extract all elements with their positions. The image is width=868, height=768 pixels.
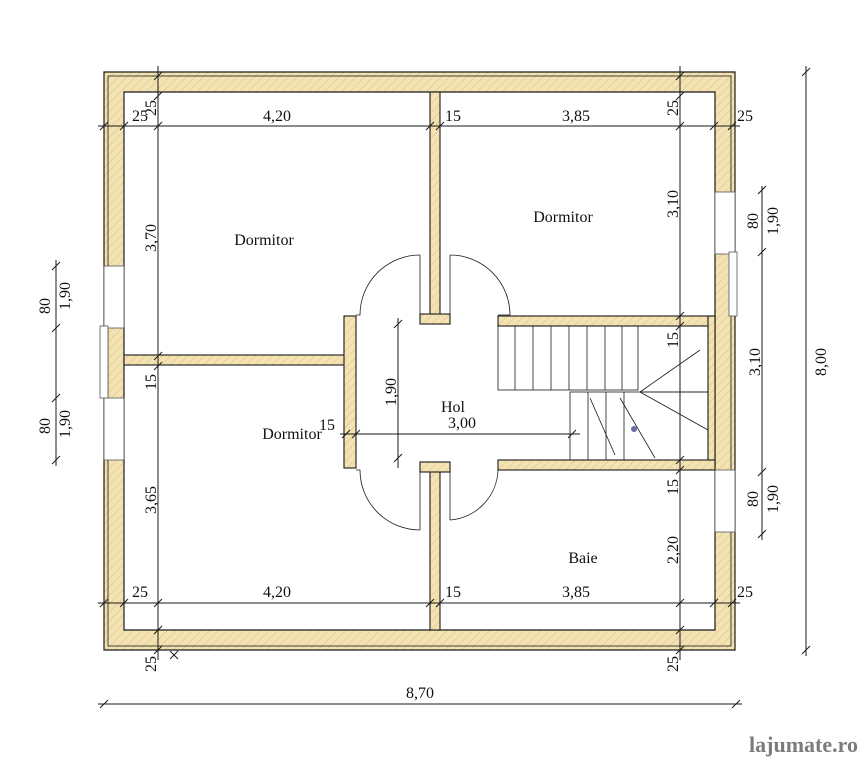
wall-stairs-right	[707, 315, 716, 465]
staircase	[497, 325, 709, 461]
room-label-hall: Hol	[441, 399, 466, 416]
stair-upper-run	[497, 325, 639, 391]
dimension-labels: 25 4,20 15 3,85 25 25 4,20 15 3,85 25 8,…	[37, 100, 830, 702]
dim-right-window-top-80: 80	[745, 213, 762, 229]
dim-hall-width: 3,00	[448, 415, 476, 432]
room-label-bedroom-bottom-left: Dormitor	[262, 426, 322, 443]
dim-left-top-height: 3,70	[143, 224, 160, 252]
dim-left-window-bottom-80: 80	[37, 418, 54, 434]
stair-marker	[631, 426, 637, 432]
dim-hall-wall: 15	[319, 417, 335, 434]
wall-stairs-top	[497, 315, 716, 327]
dim-top-right-inner: 25	[737, 108, 753, 125]
window-left-top	[103, 265, 125, 329]
dim-left-window-bottom-190: 1,90	[57, 410, 74, 438]
door-bottom-left	[356, 469, 421, 531]
dim-right-window-top-190: 1,90	[765, 207, 782, 235]
dim-right-window-bottom-190: 1,90	[765, 485, 782, 513]
dim-bottom-right-inner: 25	[737, 584, 753, 601]
wall-jamb-top	[419, 313, 451, 325]
dimension-lines	[51, 66, 811, 709]
dim-right-mid-height: 3,10	[747, 348, 764, 376]
window-left-bottom	[103, 397, 125, 461]
dim-left-window-top-190: 1,90	[57, 282, 74, 310]
door-top-left	[356, 254, 421, 316]
doors	[356, 254, 511, 531]
dim-bottom-left-width: 4,20	[263, 584, 291, 601]
wall-bath-top	[497, 459, 716, 471]
stair-lower-run	[569, 391, 709, 461]
dim-hall-height: 1,90	[383, 378, 400, 406]
dim-bottom-left-inner: 25	[132, 584, 148, 601]
window-right-bottom	[714, 469, 736, 533]
wall-jamb-bottom	[419, 461, 451, 473]
interior-walls	[123, 91, 716, 631]
dim-bottom-mid-wall: 15	[445, 584, 461, 601]
dim-top-wall-right: 25	[665, 100, 682, 116]
dim-bath-height: 2,20	[665, 536, 682, 564]
windows	[99, 191, 738, 533]
window-right-top	[714, 191, 736, 255]
window-left-mid	[99, 325, 109, 399]
dim-total-height: 8,00	[813, 348, 830, 376]
dim-top-right-width: 3,85	[562, 108, 590, 125]
dim-right-window-bottom-80: 80	[745, 491, 762, 507]
dim-bath-top-wall: 15	[665, 479, 682, 495]
dim-top-left-inner: 25	[132, 108, 148, 125]
dim-top-wall-left: 25	[143, 100, 160, 116]
dim-stair-wall: 15	[665, 332, 682, 348]
wall-hall-left	[343, 315, 357, 469]
dim-left-window-top-80: 80	[37, 298, 54, 314]
room-labels: Dormitor Dormitor Dormitor Hol Baie	[234, 209, 597, 567]
dim-bottom-wall-left: 25	[143, 656, 160, 672]
dim-bottom-wall-right: 25	[665, 656, 682, 672]
dim-top-left-width: 4,20	[263, 108, 291, 125]
dim-left-bottom-height: 3,65	[143, 486, 160, 514]
door-top-right	[449, 254, 511, 316]
dim-top-mid-wall: 15	[445, 108, 461, 125]
dim-bottom-right-width: 3,85	[562, 584, 590, 601]
room-label-bedroom-top-left: Dormitor	[234, 232, 294, 249]
dim-right-top-height: 3,10	[665, 190, 682, 218]
dim-total-width: 8,70	[406, 685, 434, 702]
room-label-bedroom-top-right: Dormitor	[533, 209, 593, 226]
room-label-bath: Baie	[568, 550, 597, 567]
window-right-mid	[728, 251, 738, 317]
watermark-logo: lajumate.ro	[749, 732, 858, 757]
door-bottom-right	[449, 469, 499, 521]
dim-left-mid-wall: 15	[143, 374, 160, 390]
